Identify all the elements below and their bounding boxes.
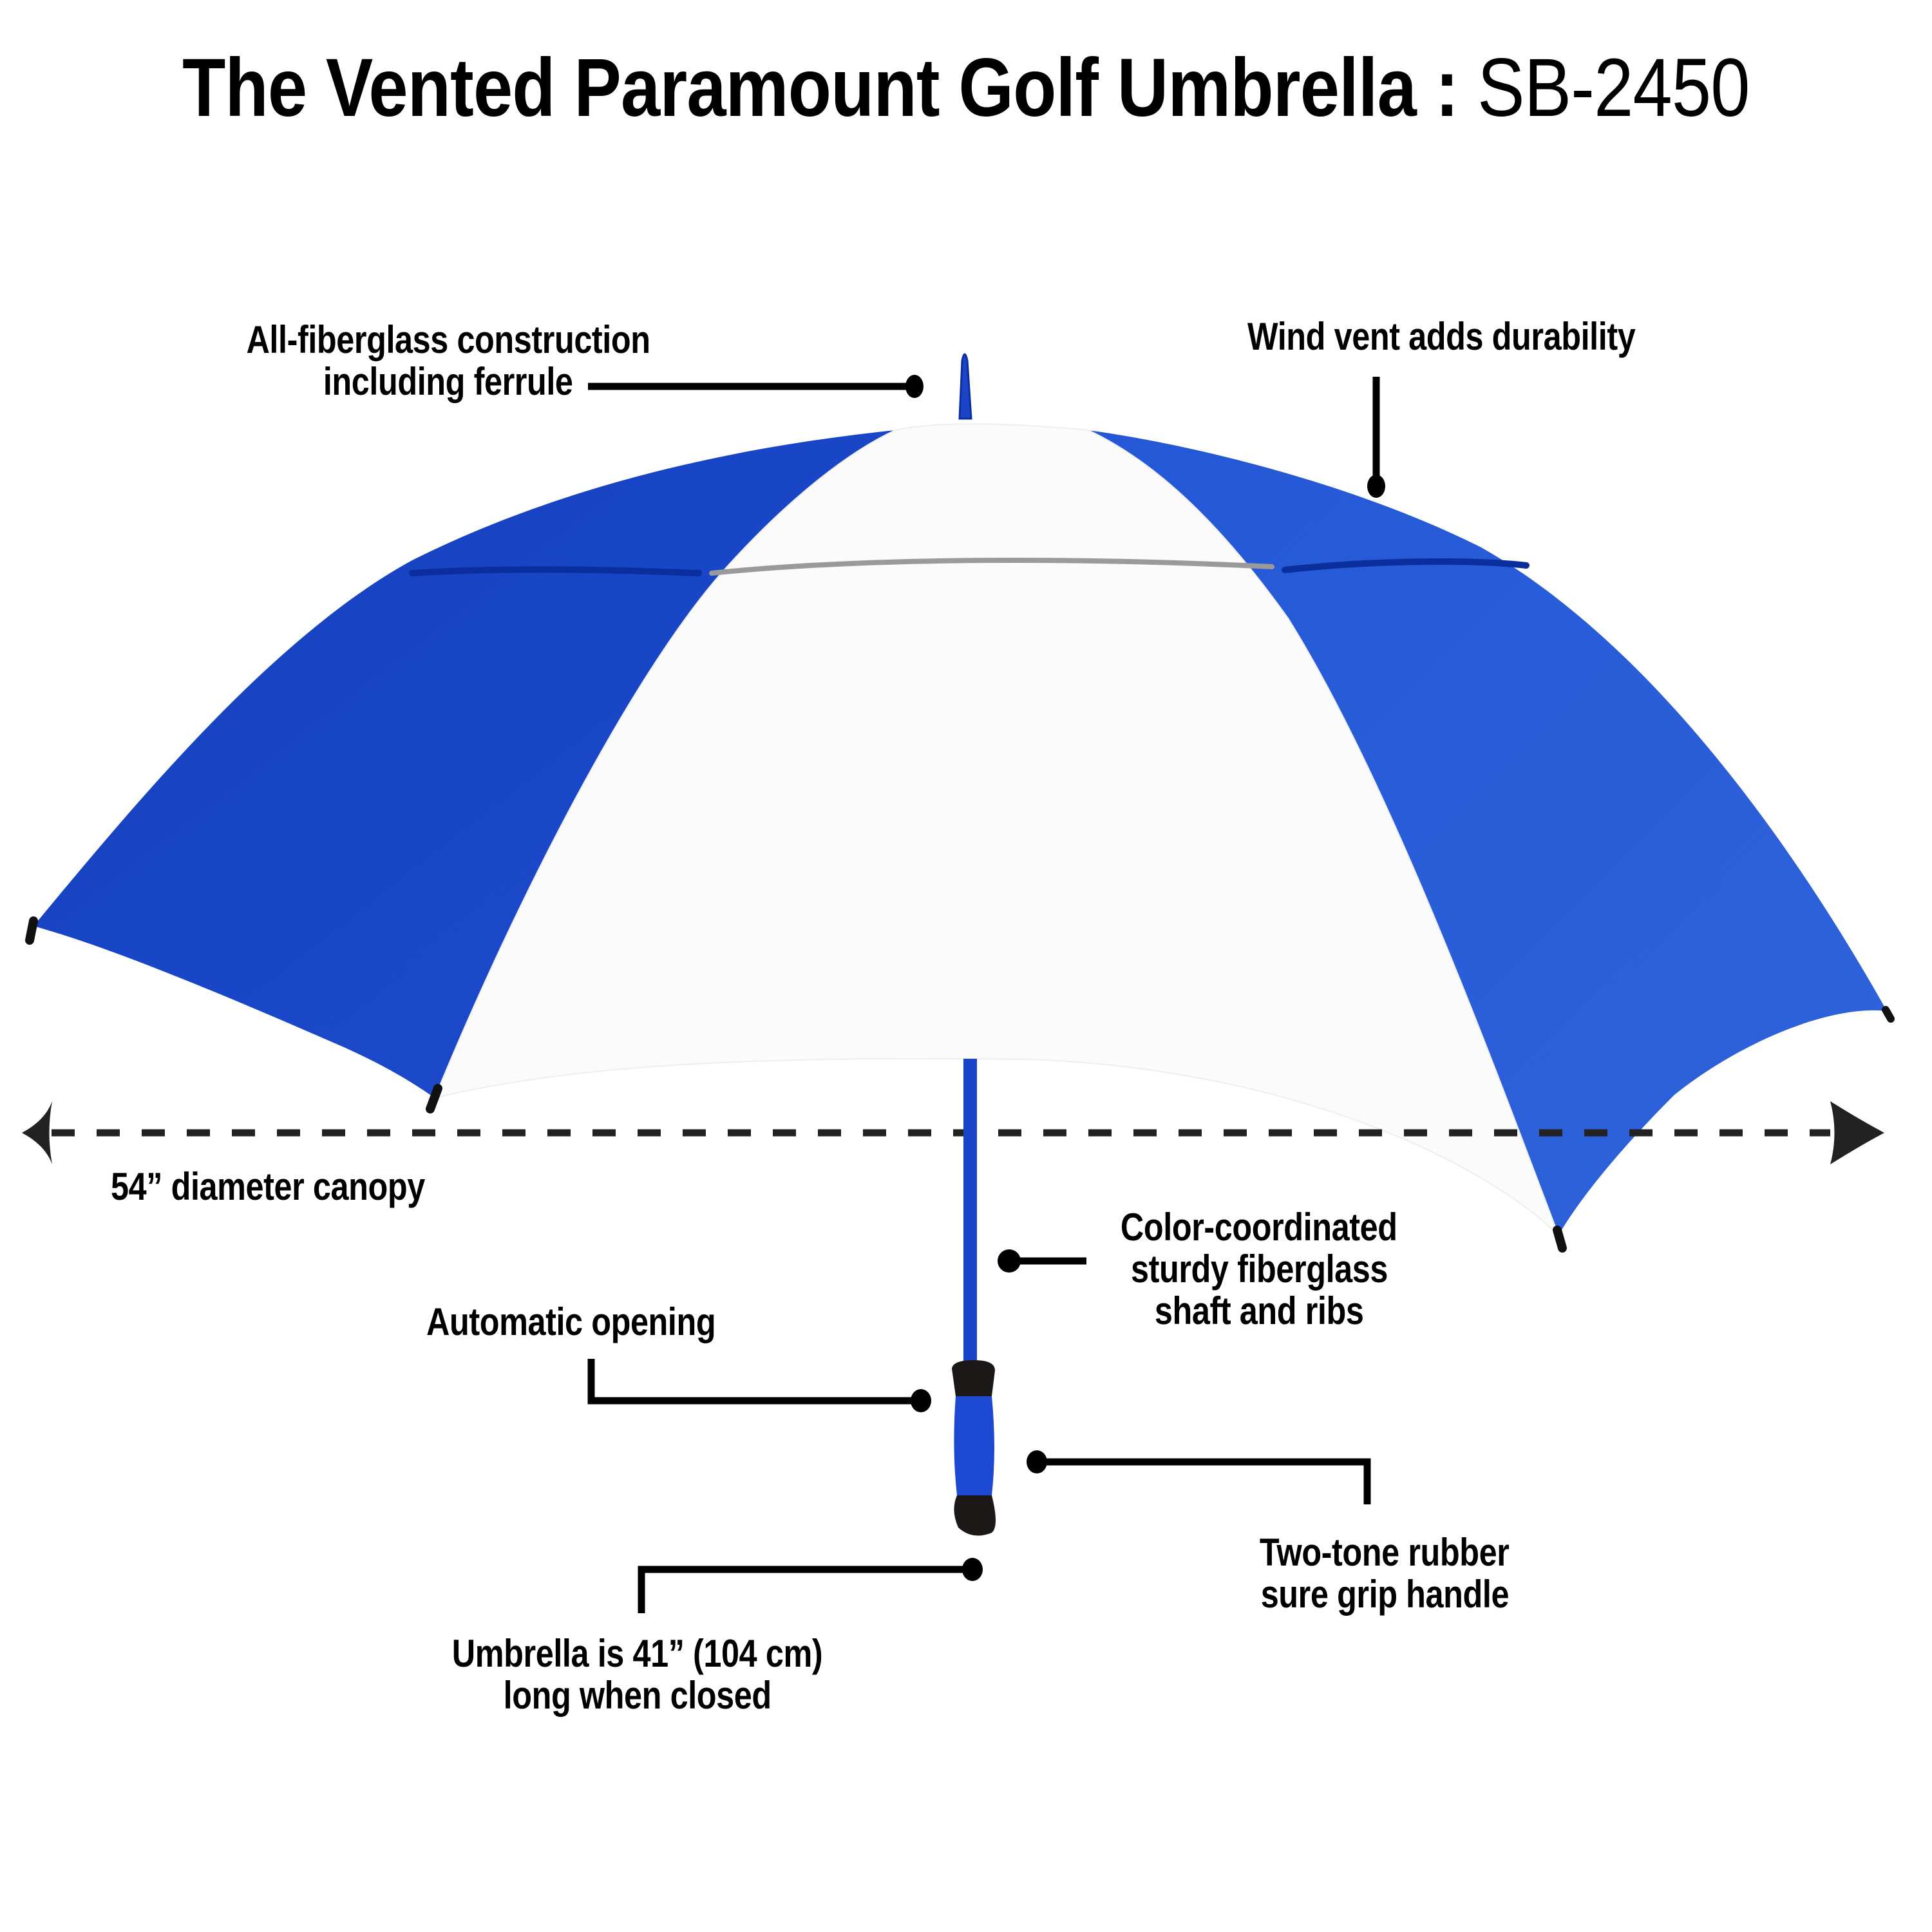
annotation-length: Umbrella is 41” (104 cm) long when close… xyxy=(380,1633,895,1716)
annotation-wind-vent: Wind vent adds durability xyxy=(1247,316,1709,357)
vent-flap-left xyxy=(409,566,702,576)
page-title: The Vented Paramount Golf Umbrella : SB-… xyxy=(0,40,1932,137)
handle-grip xyxy=(954,1396,994,1495)
product-name: The Vented Paramount Golf Umbrella : xyxy=(182,42,1459,134)
annotation-diameter-line-1: 54” diameter canopy xyxy=(111,1165,425,1208)
handle xyxy=(952,1360,996,1536)
annotation-shaft-line-3: shaft and ribs xyxy=(1154,1289,1364,1332)
shaft xyxy=(963,1059,977,1365)
annotation-length-line-1: Umbrella is 41” (104 cm) xyxy=(452,1632,823,1675)
automatic-pointer-dot xyxy=(911,1389,931,1412)
annotation-handle-line-2: sure grip handle xyxy=(1260,1573,1509,1616)
vent-flap-center xyxy=(709,557,1274,576)
annotation-wind-vent-line-1: Wind vent adds durability xyxy=(1247,315,1636,358)
annotation-ferrule-line-2: including ferrule xyxy=(323,360,573,403)
length-pointer-dot xyxy=(962,1558,983,1581)
annotation-shaft: Color-coordinated sturdy fiberglass shaf… xyxy=(1066,1206,1452,1332)
canopy-panel-left-blue xyxy=(33,430,895,1098)
annotation-handle-line-1: Two-tone rubber xyxy=(1260,1531,1510,1574)
arrowhead-left-icon xyxy=(22,1101,52,1164)
canopy-panel-right-blue xyxy=(1088,430,1887,1235)
diameter-dimension-arrow xyxy=(22,1101,1884,1164)
rib-tip-right xyxy=(1882,1006,1895,1023)
wind-vent-pointer-dot xyxy=(1367,475,1385,498)
rib-tip-lower-left xyxy=(426,1084,442,1113)
annotation-length-line-2: long when closed xyxy=(503,1674,772,1717)
annotation-automatic-line-1: Automatic opening xyxy=(426,1300,716,1343)
leader-lines xyxy=(587,375,1385,1613)
annotation-ferrule-line-1: All-fiberglass construction xyxy=(246,318,651,361)
ferrule xyxy=(958,353,972,420)
handle-collar xyxy=(952,1360,995,1396)
ferrule-pointer-dot xyxy=(905,375,923,398)
handle-pointer-dot xyxy=(1027,1450,1047,1473)
rib-tip-left xyxy=(25,916,38,945)
annotation-shaft-line-2: sturdy fiberglass xyxy=(1130,1247,1388,1291)
annotation-diameter: 54” diameter canopy xyxy=(111,1166,485,1208)
vent-flap-right xyxy=(1282,558,1530,573)
shaft-pointer-dot xyxy=(998,1249,1021,1273)
canopy xyxy=(25,423,1895,1253)
rib-tip-lower-right xyxy=(1553,1226,1567,1253)
model-number: SB-2450 xyxy=(1477,42,1750,134)
annotation-handle: Two-tone rubber sure grip handle xyxy=(1191,1531,1578,1615)
canopy-panel-center-white xyxy=(433,423,1559,1236)
handle-end-cap xyxy=(954,1495,996,1536)
annotation-ferrule: All-fiberglass construction including fe… xyxy=(169,318,651,403)
annotation-shaft-line-1: Color-coordinated xyxy=(1121,1206,1397,1249)
arrowhead-right-icon xyxy=(1830,1101,1884,1164)
annotation-automatic: Automatic opening xyxy=(426,1301,771,1343)
